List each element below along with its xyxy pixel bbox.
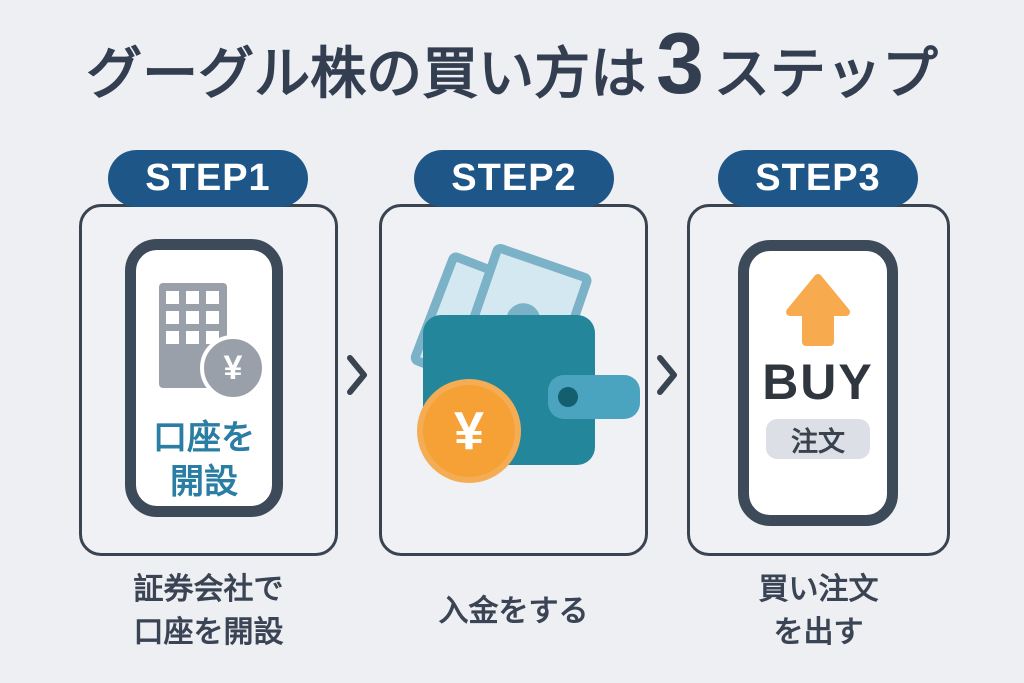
step2-caption: 入金をする	[379, 561, 648, 661]
step1-smartphone-icon: ¥ 口座を 開設	[125, 239, 283, 517]
wallet-strap	[548, 375, 640, 419]
title-step-count: 3	[656, 16, 704, 112]
step1-badge: STEP1	[108, 150, 308, 207]
title-prefix: グーグル株の買い方は	[86, 42, 647, 105]
buy-label: BUY	[762, 354, 874, 410]
securities-company-building-icon	[159, 283, 227, 388]
building-window	[186, 291, 199, 304]
step2-caption-line1: 入金をする	[438, 594, 589, 628]
yen-coin-icon: ¥	[417, 379, 521, 483]
open-account-text: 口座を 開設	[136, 416, 272, 504]
step2-badge-label: STEP2	[451, 157, 577, 199]
step3-caption: 買い注文 を出す	[687, 561, 950, 661]
open-account-line2: 開設	[170, 463, 238, 501]
building-windows	[166, 291, 219, 344]
step1-caption-line1: 証券会社で	[133, 573, 284, 606]
step3-smartphone-icon: BUY 注文	[738, 240, 898, 526]
step3-caption-line1: 買い注文	[758, 573, 879, 606]
step1-badge-label: STEP1	[145, 157, 271, 199]
open-account-line1: 口座を	[153, 419, 255, 457]
step1-caption-line2: 口座を開設	[133, 616, 284, 649]
next-step-chevron-icon	[657, 355, 677, 395]
step2-card: ¥	[379, 204, 648, 556]
wallet-button	[558, 387, 578, 407]
building-window	[206, 291, 219, 304]
step3-badge: STEP3	[718, 150, 918, 207]
next-step-chevron-icon	[347, 355, 367, 395]
step1-caption: 証券会社で 口座を開設	[79, 561, 338, 661]
building-window	[186, 311, 199, 324]
title-suffix: ステップ	[713, 42, 938, 105]
step3-card: BUY 注文	[687, 204, 950, 556]
building-window	[206, 311, 219, 324]
order-button-label: 注文	[791, 426, 845, 457]
step2-badge: STEP2	[414, 150, 614, 207]
order-button: 注文	[766, 419, 870, 459]
building-window	[166, 311, 179, 324]
step3-caption-line2: を出す	[773, 616, 864, 649]
yen-symbol: ¥	[453, 401, 485, 461]
building-window	[166, 291, 179, 304]
step3-badge-label: STEP3	[755, 157, 881, 199]
yen-coin-icon: ¥	[200, 335, 266, 401]
up-arrow-icon	[786, 274, 850, 346]
step1-card: ¥ 口座を 開設	[79, 204, 338, 556]
building-window	[186, 331, 199, 344]
yen-symbol: ¥	[223, 348, 243, 387]
building-window	[166, 331, 179, 344]
